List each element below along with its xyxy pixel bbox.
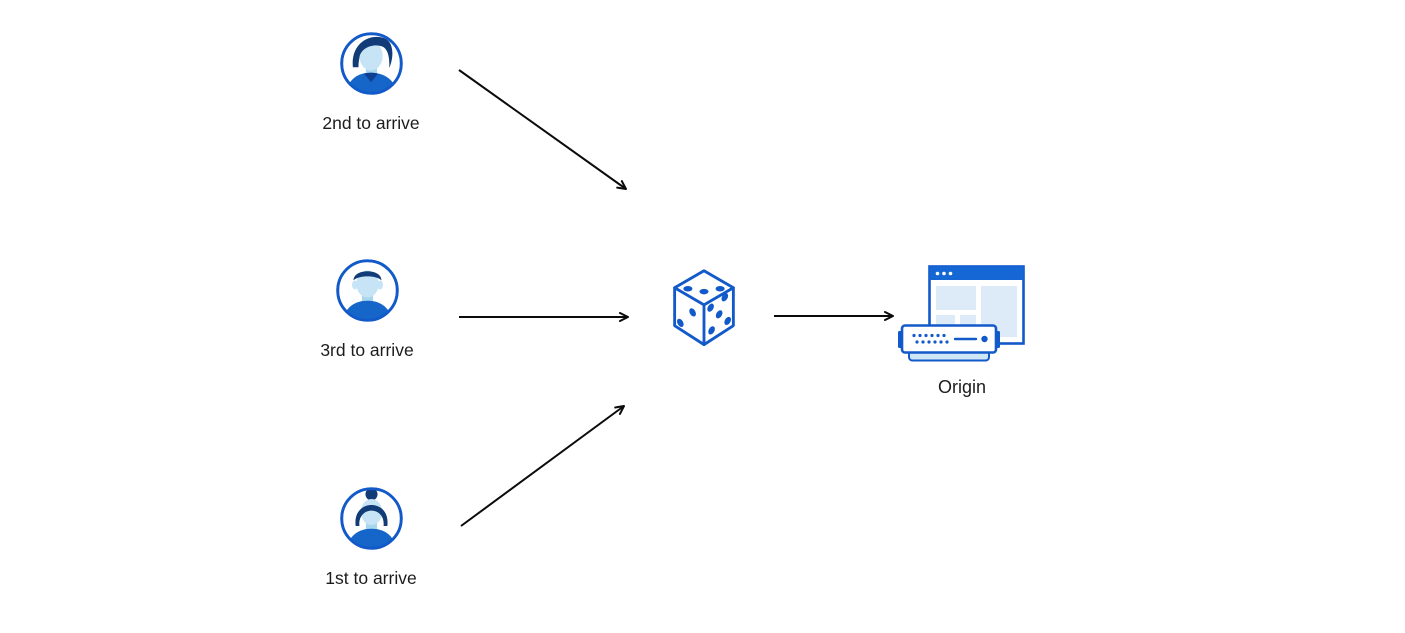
client-label-3rd: 3rd to arrive xyxy=(320,340,414,360)
avatar-woman-bun-icon xyxy=(338,485,405,552)
dice-icon xyxy=(668,266,740,350)
origin-label: Origin xyxy=(937,377,986,397)
client-node-3rd: 3rd to arrive xyxy=(297,257,437,361)
avatar-man-short-hair-icon xyxy=(334,257,401,324)
arrow-client-2nd-to-dice xyxy=(458,69,627,190)
client-label-2nd: 2nd to arrive xyxy=(322,113,420,133)
arrow-client-1st-to-dice xyxy=(460,405,625,527)
avatar-man-swept-hair-icon xyxy=(338,30,405,97)
client-node-1st: 1st to arrive xyxy=(301,485,441,589)
server-icon xyxy=(898,324,1000,362)
client-node-2nd: 2nd to arrive xyxy=(301,30,441,134)
client-label-1st: 1st to arrive xyxy=(325,568,417,588)
origin-node: Origin xyxy=(897,262,1027,407)
